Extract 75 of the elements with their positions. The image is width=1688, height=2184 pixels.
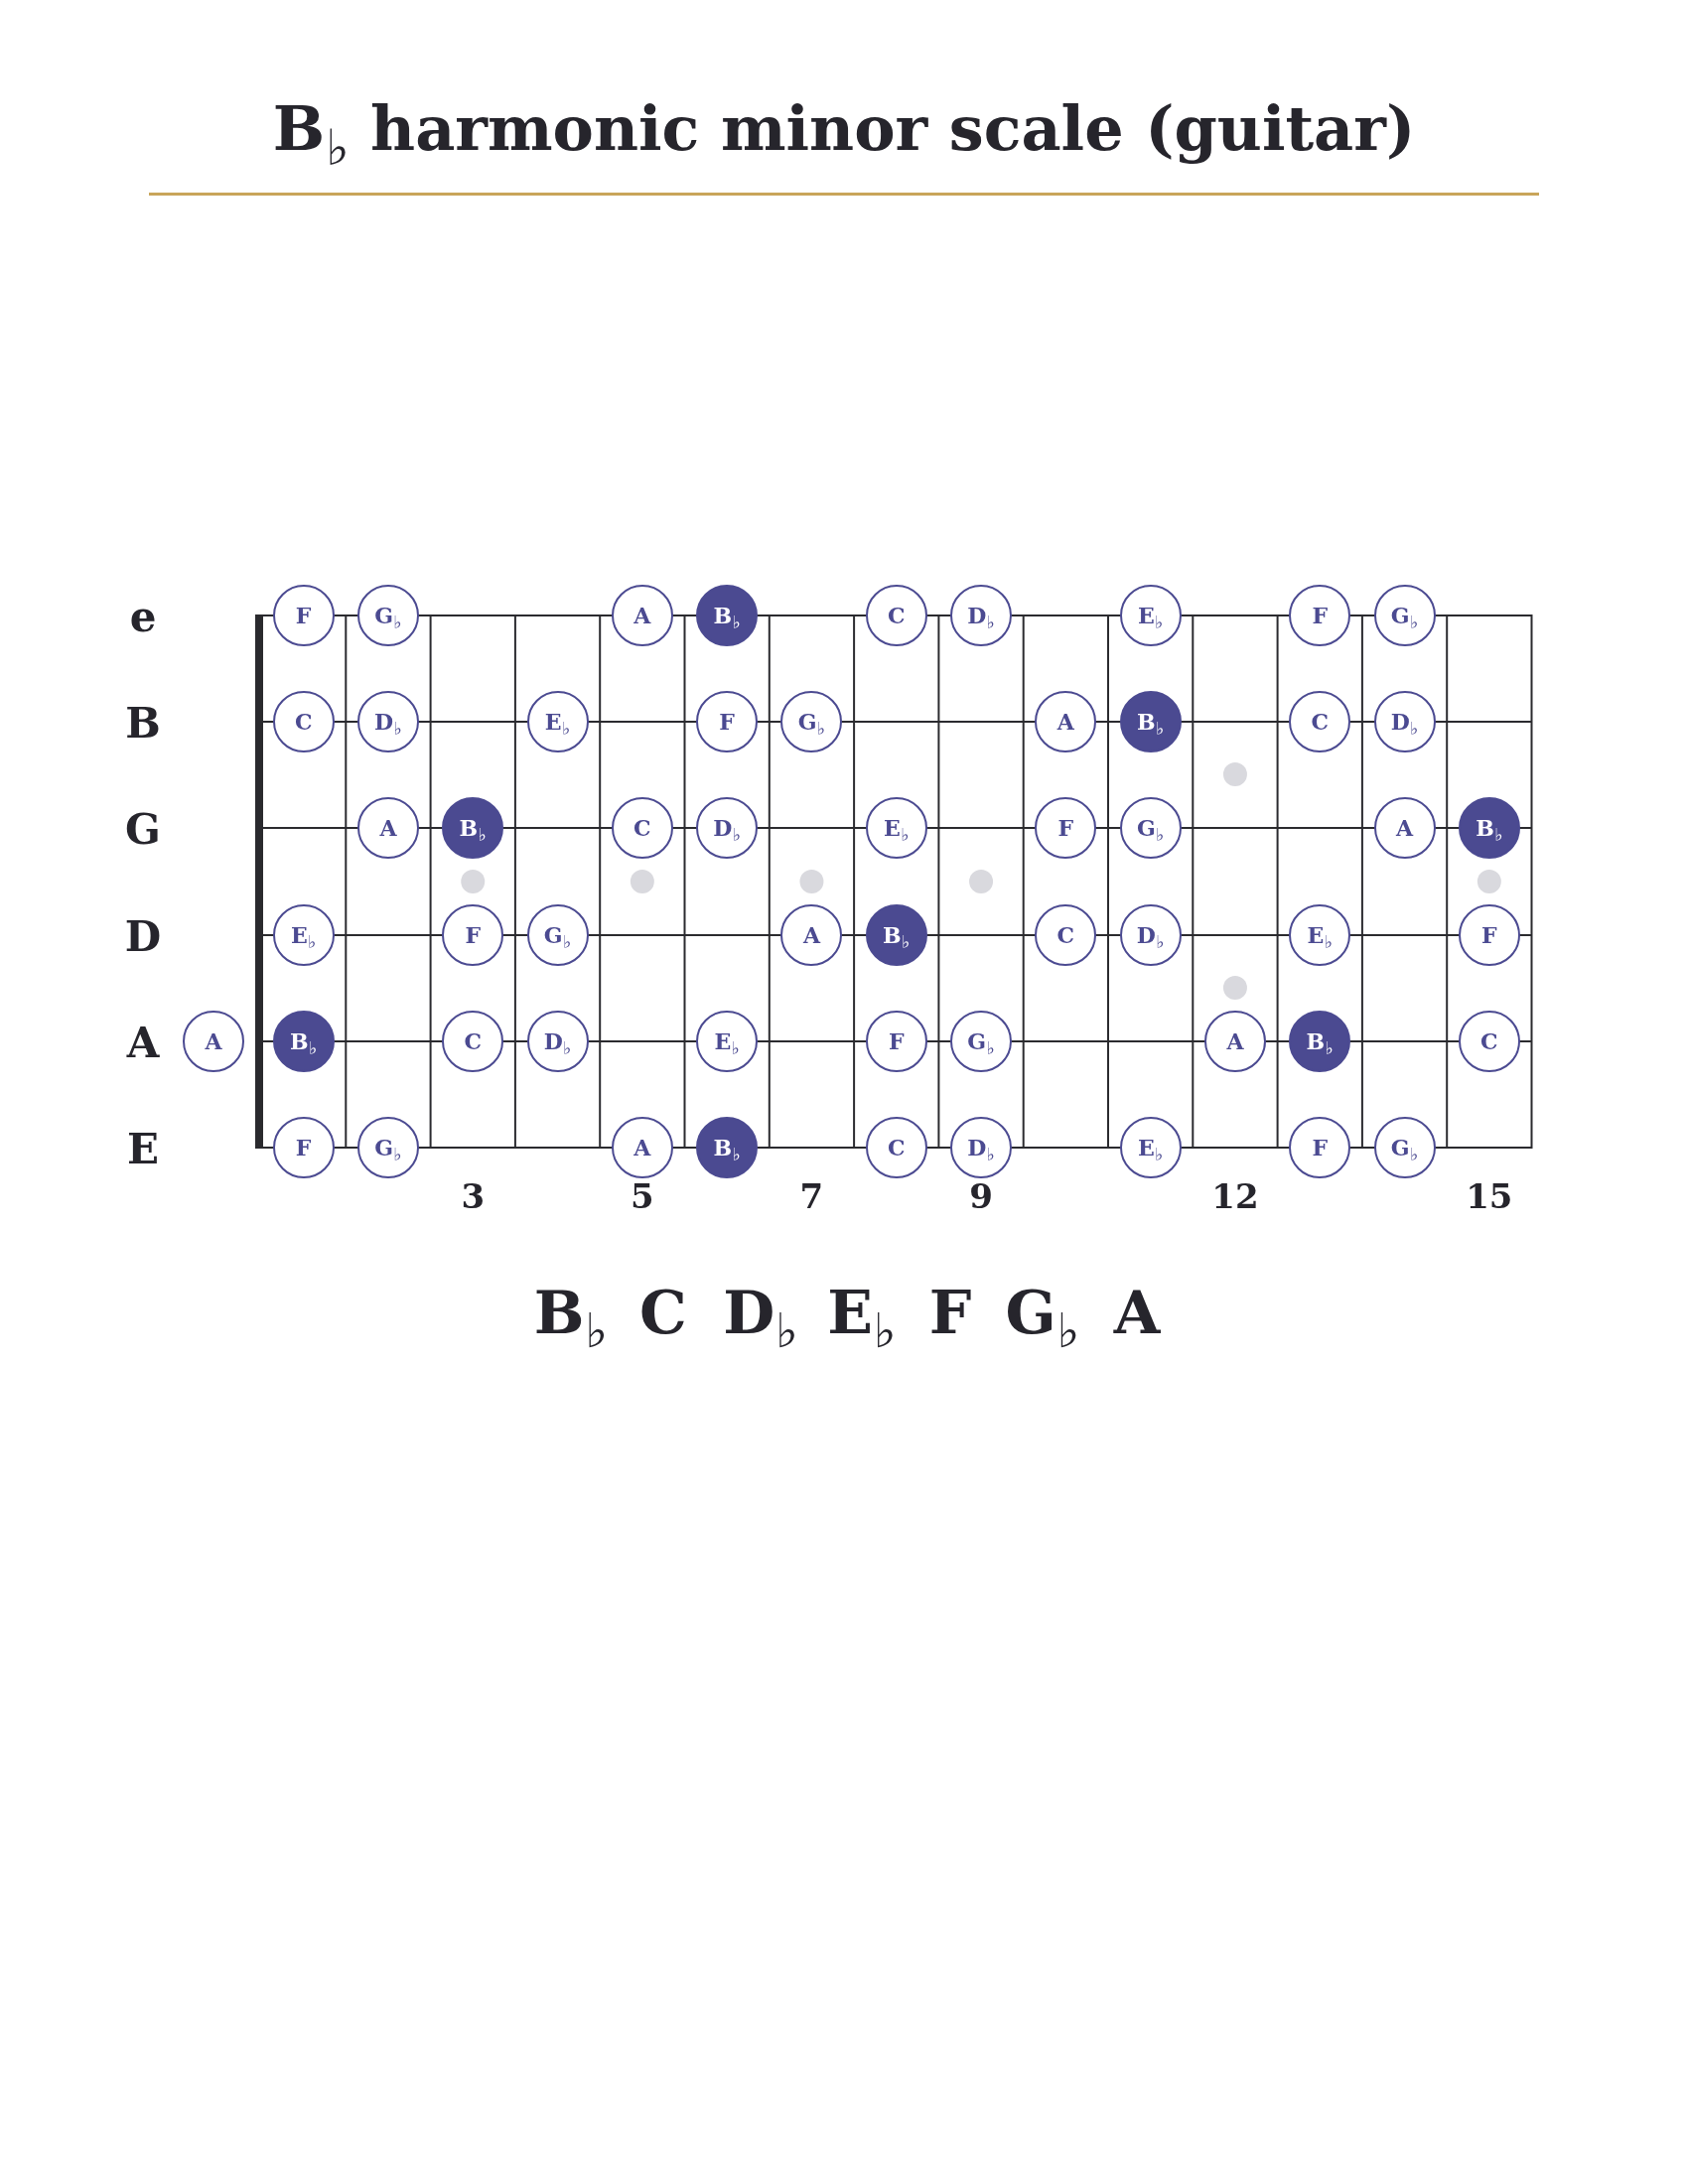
scale-note: E$_{♭}$ [826,1276,898,1356]
string-name: A [125,1020,161,1067]
string-name: B [124,700,162,748]
fret-number: 7 [798,1178,825,1216]
note-name: C [888,1133,906,1162]
string-name: e [128,594,158,641]
note-name: C [1056,920,1075,950]
note-name: F [295,601,312,630]
note-name: F [1057,813,1074,843]
note-name: C [633,813,651,843]
note-name: G$_{♭}$ [1390,1133,1419,1163]
note-name: B$_{♭}$ [290,1026,318,1057]
note-name: A [1056,707,1074,737]
note-name: D$_{♭}$ [967,1133,995,1163]
note-name: D$_{♭}$ [543,1026,572,1057]
note-name: B$_{♭}$ [713,601,741,631]
fret-number: 12 [1210,1178,1260,1216]
note-name: F [1312,601,1329,630]
scale-note: D$_{♭}$ [722,1276,799,1356]
note-name: F [719,707,735,737]
string-name: E [126,1126,160,1173]
note-name: E$_{♭}$ [544,707,571,738]
note-name: A [633,601,651,630]
note-name: B$_{♭}$ [1137,707,1165,738]
note-name: D$_{♭}$ [374,707,402,738]
note-name: E$_{♭}$ [1137,601,1164,631]
note-name: E$_{♭}$ [1307,920,1333,951]
note-name: D$_{♭}$ [1136,920,1165,951]
fret-number: 5 [630,1178,655,1216]
note-name: G$_{♭}$ [1390,601,1419,631]
note-name: A [379,813,397,843]
scale-note: C [638,1276,688,1349]
note-name: E$_{♭}$ [884,813,910,844]
note-name: E$_{♭}$ [1137,1133,1164,1163]
note-name: G$_{♭}$ [967,1026,995,1057]
note-name: G$_{♭}$ [543,920,572,951]
note-name: B$_{♭}$ [1306,1026,1334,1057]
scale-note: B$_{♭}$ [532,1276,610,1356]
note-name: G$_{♭}$ [797,707,826,738]
note-name: A [633,1133,651,1162]
note-name: A [1226,1026,1244,1056]
note-name: C [294,707,313,737]
note-name: F [888,1026,905,1056]
note-name: D$_{♭}$ [1390,707,1419,738]
note-name: A [802,920,820,950]
note-name: G$_{♭}$ [374,601,402,631]
string-name: G [124,806,162,854]
scale-note: A [1112,1276,1162,1349]
fret-number: 3 [460,1178,487,1216]
note-name: A [205,1026,222,1056]
note-name: B$_{♭}$ [459,813,487,844]
fret-number: 9 [968,1178,994,1216]
scale-note: G$_{♭}$ [1004,1276,1081,1356]
note-name: G$_{♭}$ [1136,813,1165,844]
note-name: C [1480,1026,1498,1056]
note-name: B$_{♭}$ [883,920,911,951]
title: B$_{♭}$ harmonic minor scale (guitar) [271,91,1417,174]
note-name: F [465,920,482,950]
fret-number: 15 [1465,1178,1514,1216]
note-name: F [1481,920,1497,950]
scale-note: F [927,1276,973,1349]
note-name: C [888,601,906,630]
note-name: E$_{♭}$ [290,920,317,951]
note-name: D$_{♭}$ [713,813,741,844]
note-name: B$_{♭}$ [713,1133,741,1163]
note-name: D$_{♭}$ [967,601,995,631]
note-name: C [464,1026,482,1056]
note-name: G$_{♭}$ [374,1133,402,1163]
note-name: B$_{♭}$ [1476,813,1503,844]
string-name: D [123,913,163,961]
note-name: A [1396,813,1414,843]
note-name: F [1312,1133,1329,1162]
note-name: F [295,1133,312,1162]
note-name: C [1311,707,1329,737]
note-name: E$_{♭}$ [714,1026,740,1057]
